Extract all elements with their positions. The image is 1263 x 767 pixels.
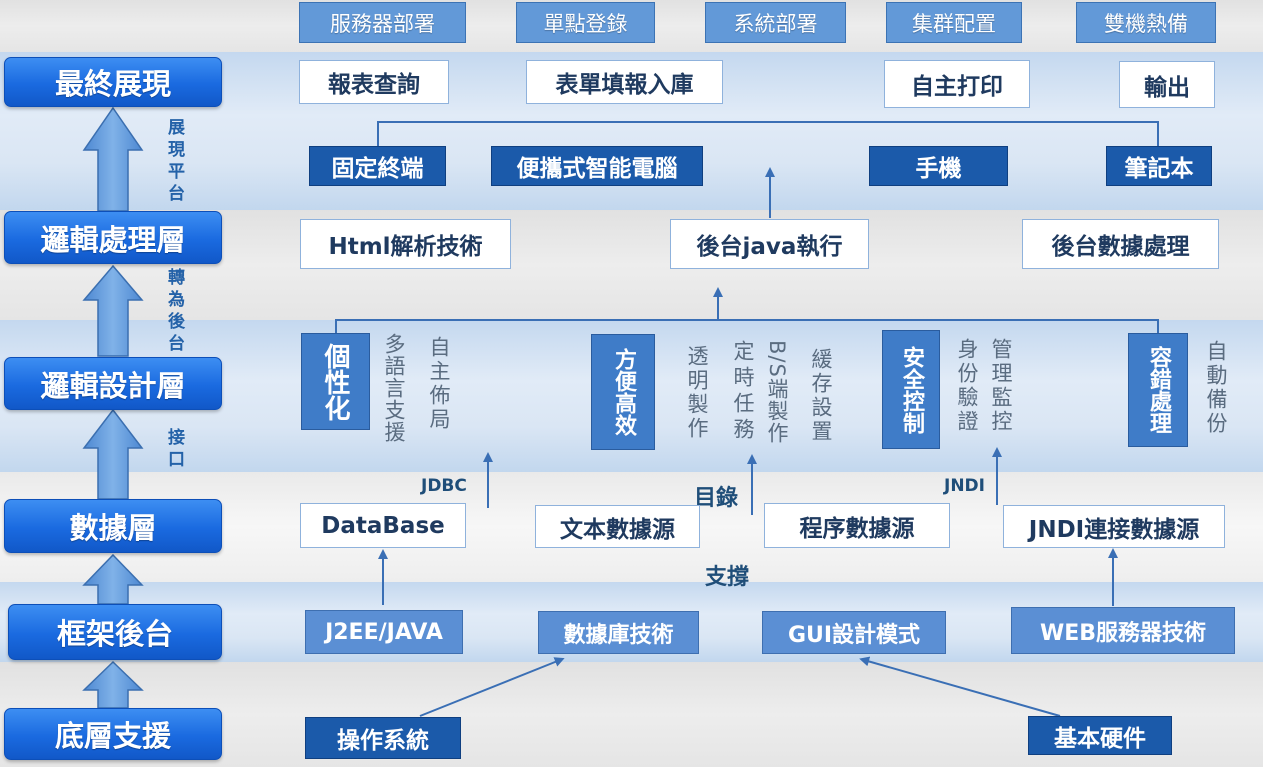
framework-database-tech[interactable]: 數據庫技術 — [538, 611, 699, 654]
connector-label-directory: 目錄 — [694, 486, 739, 511]
arrow-label-to-backend: 轉為後台 — [164, 268, 184, 356]
design-feature: 透明製作 — [685, 345, 709, 441]
top-item-system-deploy[interactable]: 系統部署 — [705, 2, 846, 43]
layer-final[interactable]: 最終展現 — [4, 57, 222, 107]
design-feature: 自動備份 — [1204, 340, 1228, 436]
base-operating-system[interactable]: 操作系統 — [305, 717, 461, 759]
layer-logic-processing[interactable]: 邏輯處理層 — [4, 211, 222, 264]
device-bracket-line — [377, 121, 1159, 146]
top-item-sso[interactable]: 單點登錄 — [516, 2, 655, 43]
design-feature: 管理監控 — [989, 338, 1013, 434]
top-item-hot-standby[interactable]: 雙機熱備 — [1076, 2, 1216, 43]
top-item-cluster[interactable]: 集群配置 — [886, 2, 1022, 43]
design-feature: 身份驗證 — [955, 338, 979, 434]
device-fixed-terminal[interactable]: 固定終端 — [309, 146, 446, 186]
design-feature: 緩存設置 — [809, 348, 833, 444]
output-form-entry[interactable]: 表單填報入庫 — [526, 60, 723, 104]
connector-label-support: 支撐 — [705, 565, 750, 590]
layer-base[interactable]: 底層支援 — [4, 708, 222, 760]
arrow-label-interface: 接口 — [164, 428, 184, 472]
processing-data-handling[interactable]: 後台數據處理 — [1022, 219, 1219, 269]
layer-data[interactable]: 數據層 — [4, 499, 222, 553]
device-portable-computer[interactable]: 便攜式智能電腦 — [491, 146, 703, 186]
output-self-print[interactable]: 自主打印 — [884, 60, 1030, 108]
design-group-title-text: 安全控制 — [899, 345, 924, 434]
design-feature: 定時任務 — [731, 340, 755, 444]
design-feature: 多語言支援 — [382, 333, 406, 443]
data-source-program[interactable]: 程序數據源 — [764, 503, 950, 548]
design-group-title-text: 容錯處理 — [1146, 346, 1171, 434]
design-feature: B/S端製作 — [765, 340, 789, 444]
layer-logic-design[interactable]: 邏輯設計層 — [4, 357, 222, 410]
output-report-query[interactable]: 報表查詢 — [299, 60, 449, 104]
arrow-line — [419, 657, 565, 717]
design-group-title-security[interactable]: 安全控制 — [882, 330, 940, 449]
design-group-title-personalization[interactable]: 個性化 — [301, 333, 370, 430]
framework-web-server-tech[interactable]: WEB服務器技術 — [1011, 607, 1235, 654]
device-notebook[interactable]: 筆記本 — [1106, 146, 1212, 186]
framework-gui-pattern[interactable]: GUI設計模式 — [762, 611, 946, 654]
design-feature: 自主佈局 — [427, 336, 451, 432]
connector-label-jdbc: JDBC — [421, 476, 467, 496]
layer-framework[interactable]: 框架後台 — [8, 604, 222, 660]
up-arrow-shape — [82, 264, 144, 357]
arrow-line — [859, 656, 1061, 717]
up-arrow-shape — [82, 660, 144, 709]
processing-html-parsing[interactable]: Html解析技術 — [300, 219, 511, 269]
arrow-label-platform: 展現平台 — [164, 118, 184, 206]
device-mobile-phone[interactable]: 手機 — [869, 146, 1008, 186]
data-source-jndi[interactable]: JNDI連接數據源 — [1003, 505, 1225, 548]
data-source-database[interactable]: DataBase — [300, 503, 466, 548]
up-arrow-shape — [82, 553, 144, 605]
processing-java-backend[interactable]: 後台java執行 — [670, 219, 869, 269]
design-group-title-efficiency[interactable]: 方便高效 — [591, 334, 655, 450]
design-bracket-line — [335, 319, 1159, 333]
top-item-server-deploy[interactable]: 服務器部署 — [299, 2, 466, 43]
up-arrow-shape — [82, 408, 144, 500]
design-group-title-text: 方便高效 — [611, 348, 636, 436]
data-source-text[interactable]: 文本數據源 — [535, 505, 700, 548]
output-export[interactable]: 輸出 — [1119, 61, 1215, 108]
connector-label-jndi: JNDI — [944, 476, 985, 496]
design-group-title-fault-tolerance[interactable]: 容錯處理 — [1128, 333, 1188, 447]
framework-j2ee-java[interactable]: J2EE/JAVA — [305, 610, 463, 654]
up-arrow-shape — [82, 106, 144, 212]
design-group-title-text: 個性化 — [320, 342, 350, 421]
base-hardware[interactable]: 基本硬件 — [1028, 716, 1172, 755]
